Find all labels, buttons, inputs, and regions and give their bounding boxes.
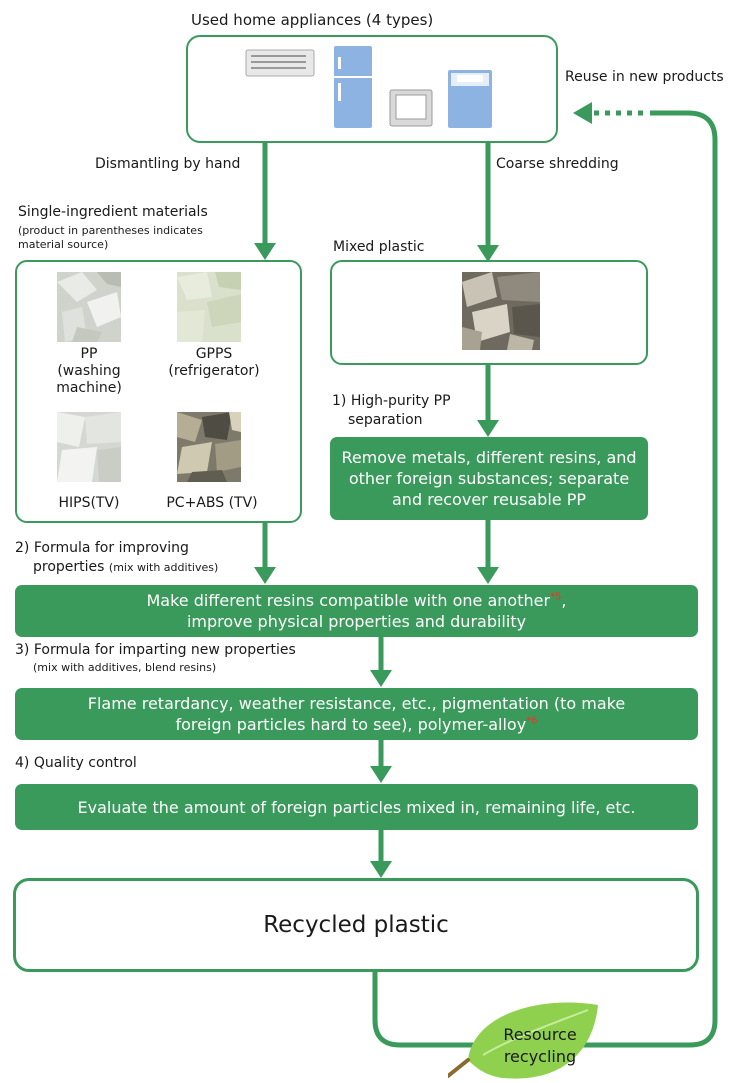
arrow-step1-to-step2 (477, 520, 499, 584)
single-note-line2: material source) (18, 238, 109, 251)
mixed-plastic-photo (462, 272, 540, 350)
hips-material-photo (57, 412, 121, 482)
gpps-caption-line2: (refrigerator) (168, 363, 260, 379)
step1-box-line1: Remove metals, different resins, and (341, 448, 637, 467)
step2-label: 2) Formula for improving properties (mix… (15, 539, 218, 577)
mixed-plastic-box (330, 260, 648, 365)
appliances-box (186, 35, 558, 143)
arrow-to-separation (477, 365, 499, 437)
gpps-caption: GPPS (refrigerator) (159, 346, 269, 380)
step1-box: Remove metals, different resins, and oth… (330, 437, 648, 520)
shredding-label: Coarse shredding (496, 156, 619, 172)
step2-footnote-mark: *5 (550, 591, 562, 603)
arrow-step3-to-step4 (370, 740, 392, 783)
step2-box-line2: improve physical properties and durabili… (186, 612, 527, 631)
step4-label: 4) Quality control (15, 755, 137, 771)
arrow-dismantling (254, 143, 276, 260)
gpps-material-photo (177, 272, 241, 342)
arrow-shredding (477, 143, 499, 262)
step1-label: 1) High-purity PP separation (332, 392, 451, 430)
tv-icon (389, 89, 433, 127)
step2-label-small: (mix with additives) (108, 561, 219, 574)
pcabs-material-photo (177, 412, 241, 482)
step3-footnote-mark: *6 (526, 715, 538, 727)
step4-box: Evaluate the amount of foreign particles… (15, 784, 698, 830)
step3-box-line2: foreign particles hard to see), polymer-… (175, 715, 527, 734)
step3-label-line1: 3) Formula for imparting new properties (15, 642, 296, 658)
step2-label-main: properties (33, 559, 105, 575)
refrigerator-icon (334, 46, 372, 128)
appliances-illustration (245, 46, 492, 128)
pp-material-photo (57, 272, 121, 342)
hips-caption: HIPS(TV) (58, 495, 120, 511)
step1-label-line1: 1) High-purity PP (332, 393, 451, 409)
single-note-line1: (product in parentheses indicates (18, 224, 203, 237)
reuse-arrow (573, 102, 643, 124)
step2-box-line1: Make different resins compatible with on… (146, 591, 551, 610)
single-materials-box: PP (washing machine) GPPS (refrigerator)… (15, 260, 302, 523)
step1-box-line3: and recover reusable PP (392, 490, 586, 509)
step2-box-comma: , (561, 591, 567, 610)
pp-caption-line2: (washing (57, 363, 121, 379)
mixed-heading: Mixed plastic (333, 239, 425, 255)
reuse-label: Reuse in new products (565, 69, 724, 85)
single-note: (product in parentheses indicates materi… (18, 224, 203, 252)
pp-caption-line3: machine) (56, 380, 122, 396)
leaf-icon (448, 1002, 598, 1079)
step1-label-line2: separation (348, 412, 423, 428)
washing-machine-icon (448, 70, 492, 128)
arrow-step2-to-step3 (370, 637, 392, 687)
gpps-caption-line1: GPPS (195, 346, 233, 362)
arrow-single-to-step2 (254, 523, 276, 584)
step3-box-line1: Flame retardancy, weather resistance, et… (87, 694, 626, 713)
leaf-label-line2: recycling (503, 1047, 577, 1066)
recycled-plastic-box: Recycled plastic (13, 878, 699, 972)
step2-box: Make different resins compatible with on… (15, 585, 698, 637)
pp-caption: PP (washing machine) (39, 346, 139, 397)
step1-box-line2: other foreign substances; separate (348, 469, 630, 488)
step3-label: 3) Formula for imparting new properties … (15, 641, 296, 675)
pp-caption-line1: PP (80, 346, 98, 362)
step3-label-small: (mix with additives, blend resins) (33, 661, 217, 674)
pcabs-caption: PC+ABS (TV) (166, 495, 258, 511)
step2-label-line1: 2) Formula for improving (15, 540, 189, 556)
recycled-plastic-label: Recycled plastic (263, 912, 449, 938)
dismantling-label: Dismantling by hand (95, 156, 241, 172)
recycling-loop (372, 110, 718, 1048)
leaf-label-line1: Resource (503, 1025, 577, 1044)
appliances-title: Used home appliances (4 types) (191, 11, 434, 29)
arrow-step4-to-final (370, 830, 392, 878)
single-heading: Single-ingredient materials (18, 204, 208, 220)
step3-box: Flame retardancy, weather resistance, et… (15, 688, 698, 740)
leaf-label: Resource recycling (490, 1024, 590, 1068)
air-conditioner-icon (245, 49, 315, 77)
